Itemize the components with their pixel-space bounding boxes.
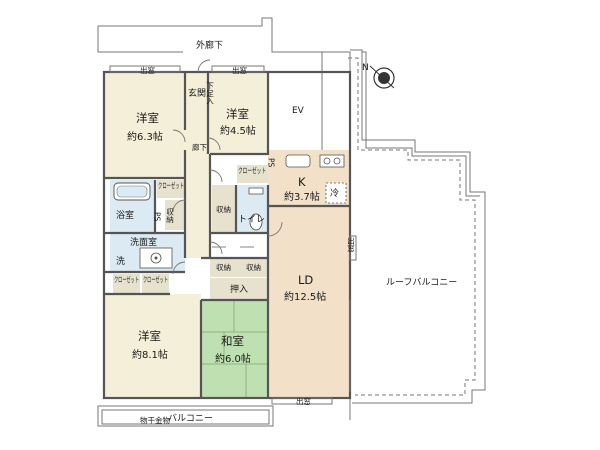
ps-1-label: PS [153,212,162,222]
shoe-storage-label: 下足入 [205,82,214,105]
laundry-hanger-label: 物干金物 [140,415,170,425]
western-room-3-area: 約8.1帖 [132,348,168,361]
balcony-label: バルコニー [168,413,213,424]
toilet-icon [248,187,264,231]
bay-windows [109,65,357,405]
storage-c [240,259,268,277]
western-room-3-floor [105,294,201,397]
ld-area: 約12.5帖 [284,290,326,303]
hallway-floor [185,130,210,258]
oshiire-label: 押入 [230,283,248,295]
outside-corridor-lines [97,17,351,420]
bay-window-right-label: 出窓 [346,236,355,253]
western-room-2-name: 洋室 [226,107,249,121]
washitsu-name: 和室 [221,334,244,348]
western-room-1-name: 洋室 [136,111,159,125]
ld-name: LD [298,273,313,287]
sink-icon [139,247,173,269]
storage-3-label: 収納 [216,262,231,272]
kitchen-name: K [298,175,306,189]
western-room-1-area: 約6.3帖 [127,130,163,143]
bay-window-top-mid-label: 出窓 [232,65,247,75]
western-room-1-floor [105,72,185,178]
hallway-label: 廊下 [192,142,207,152]
closet-4-floor [142,274,169,293]
western-room-2-floor [208,72,268,154]
balcony-area [97,405,274,427]
closet-2-label: クローゼット [238,165,266,175]
closet-3-floor [113,274,140,293]
roof-balcony-label: ルーフバルコニー [386,277,457,288]
tatami-lines [201,300,268,397]
bay-window-bottom-label: 出窓 [296,396,311,406]
ev-label: EV [292,106,305,116]
labels: 外廊下 出窓 出窓 出窓 出窓 玄関 下足入 廊下 EV 洋室 約6.3帖 洋室… [114,39,457,425]
western-room-3-name: 洋室 [138,329,161,343]
stove-icon [285,154,345,168]
washitsu-area: 約6.0帖 [215,352,251,365]
washroom-label: 洗面室 [130,236,157,248]
bathtub-icon [113,182,151,201]
western-room-2-area: 約4.5帖 [220,124,256,137]
wash-machine-label: 洗 [116,255,125,267]
bay-window-top-left-label: 出窓 [140,65,155,75]
fridge-label: 冷 [330,187,339,199]
closet-4-label: クローゼット [143,274,168,284]
corridor-outside-label: 外廊下 [196,39,223,51]
doors [172,59,283,275]
roof-balcony-area [348,49,486,404]
storage-b [210,259,240,277]
svg-text:N: N [362,63,369,73]
closet-1-label: クローゼット [158,180,184,190]
ps-2-label: PS [267,158,276,168]
compass-north-icon: N [362,63,395,89]
storage-a [212,185,236,233]
fridge-box [325,182,347,204]
closet-3-label: クローゼット [114,274,139,284]
closet-1-floor [157,180,185,198]
storage-1-label: 収納 [165,208,174,225]
entrance-label: 玄関 [188,87,206,99]
closet-2-floor [237,165,268,183]
bathroom-label: 浴室 [116,209,134,221]
toilet-label: トイレ [238,215,265,225]
oshiire-floor [210,278,268,300]
kitchen-area: 約3.7帖 [284,190,320,203]
storage-d [165,200,185,230]
storage-2-label: 収納 [216,204,231,214]
storage-4-label: 収納 [246,262,261,272]
